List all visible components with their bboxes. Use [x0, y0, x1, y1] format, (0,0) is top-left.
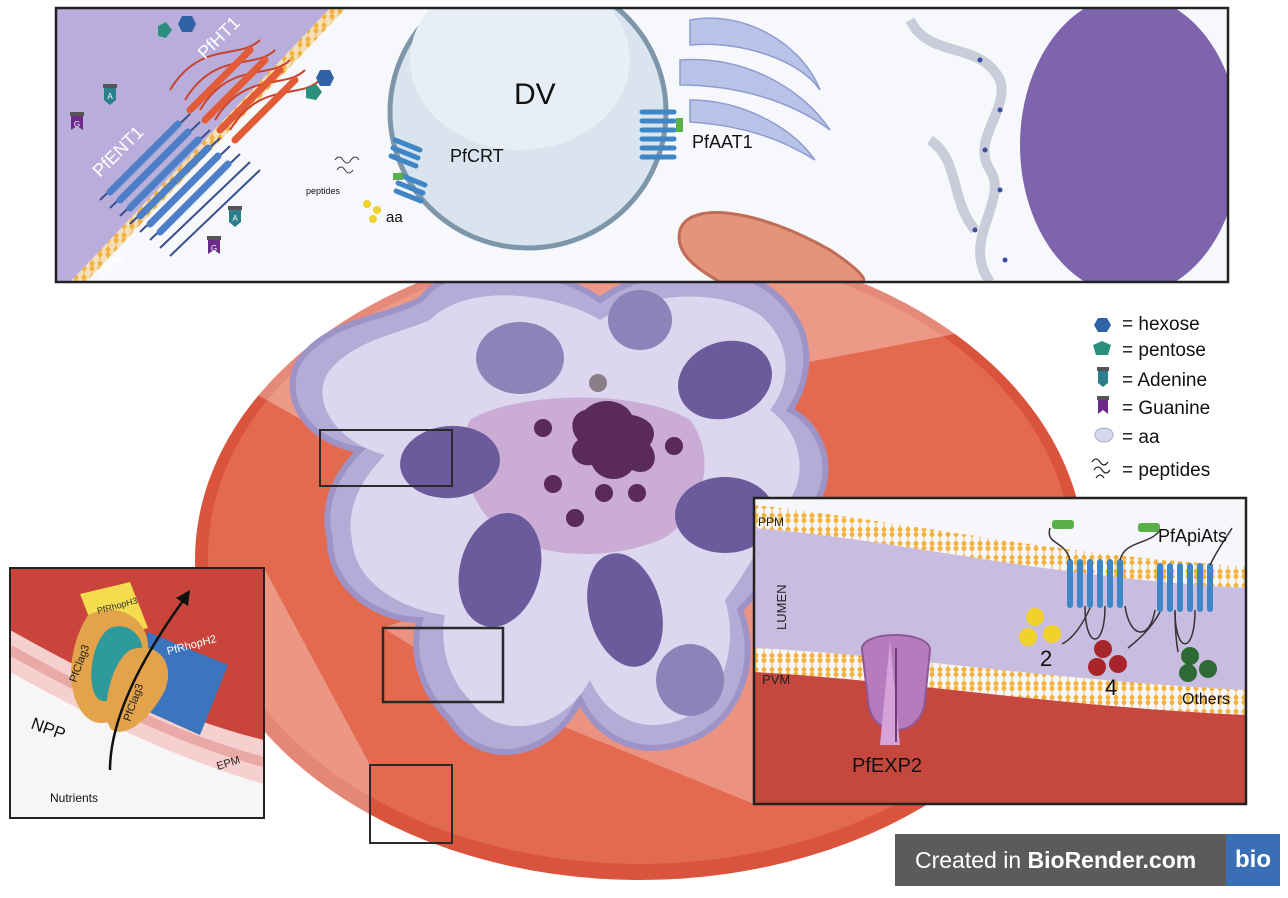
zoom-cone-left [264, 568, 370, 843]
pentose-icon [1093, 341, 1111, 355]
watermark-prefix: Created in [915, 846, 1028, 873]
adenine-icon: A [228, 206, 242, 227]
nucleus [1020, 8, 1228, 282]
watermark-brand: BioRender.com [1027, 846, 1197, 873]
right-inset: PPM LUMEN PVM PfApiAts 2 4 Others PfEXP2 [752, 496, 1248, 806]
adenine-icon: A [103, 84, 117, 105]
nutrients-label: Nutrients [50, 791, 98, 805]
legend-peptides: = peptides [1122, 460, 1210, 481]
endoplasmic-reticulum [905, 17, 1007, 282]
guanine-letter: G [211, 244, 217, 253]
parasite-schizont [289, 266, 829, 755]
lumen-label: LUMEN [774, 584, 789, 630]
pvm-label: PVM [762, 672, 790, 687]
aa-dot [369, 215, 377, 223]
legend-pentose: = pentose [1122, 340, 1206, 361]
zoom-box-top [319, 429, 453, 487]
aa-group-4 [1088, 640, 1127, 676]
zoom-box-right [381, 626, 505, 704]
adenine-icon [1097, 367, 1109, 387]
left-inset: PfRhopH3 PfRhopH2 PfClag3 PfClag3 NPP Nu… [9, 567, 265, 819]
legend-adenine: = Adenine [1122, 370, 1207, 391]
legend-hexose: = hexose [1122, 314, 1200, 335]
hexose-icon [316, 70, 334, 86]
aa-label: aa [386, 209, 403, 226]
pfcrt-transporter [388, 137, 428, 204]
aa-group-2 [1019, 608, 1061, 646]
legend: = hexose = pentose = Adenine = Guanine =… [1091, 314, 1210, 481]
pfexp2-label: PfEXP2 [852, 755, 922, 777]
top-inset: A A G G DV PfCRT PfAAT1 aa peptides [54, 6, 1230, 284]
zoom-box-left [369, 764, 453, 844]
hexose-icon [178, 16, 196, 32]
legend-aa: = aa [1122, 427, 1160, 448]
hexose-icon [1094, 318, 1111, 332]
aa-icon [1094, 427, 1114, 443]
adenine-letter: A [107, 92, 113, 101]
pfcrt-label: PfCRT [450, 146, 504, 166]
pfaat1-transporter [639, 109, 677, 160]
guanine-letter: G [74, 120, 80, 129]
aa-dot [363, 200, 371, 208]
watermark-text: Created in BioRender.com [895, 847, 1226, 874]
pentose-icon [306, 84, 322, 100]
pfaat1-label: PfAAT1 [692, 132, 753, 152]
ppm-label: PPM [758, 515, 784, 529]
peptides-label: peptides [306, 186, 341, 196]
peptides-icon [1091, 458, 1111, 479]
others-label: Others [1182, 691, 1230, 708]
arrow-head-icon [176, 590, 190, 606]
pfapiats-label: PfApiAts [1158, 526, 1227, 546]
legend-guanine: = Guanine [1122, 398, 1210, 419]
guanine-icon: G [70, 112, 84, 130]
guanine-icon [1097, 396, 1109, 414]
peptides-icon [334, 156, 360, 174]
guanine-icon: G [207, 236, 221, 254]
biorender-watermark: Created in BioRender.com bio [895, 834, 1280, 886]
aa-group-others [1179, 647, 1217, 682]
pentose-icon [158, 22, 172, 38]
aa-count-2: 2 [1040, 646, 1052, 671]
nutrient-arrow [108, 597, 187, 771]
dv-label: DV [514, 78, 556, 111]
pfexp2-channel [860, 634, 932, 745]
aa-count-4: 4 [1105, 675, 1117, 700]
golgi-apparatus [679, 17, 831, 161]
biorender-logo-icon: bio [1226, 834, 1280, 886]
aa-dot [373, 206, 381, 214]
adenine-letter: A [232, 214, 238, 223]
pfapiats-transporters [1048, 520, 1233, 645]
mitochondrion [677, 211, 866, 282]
